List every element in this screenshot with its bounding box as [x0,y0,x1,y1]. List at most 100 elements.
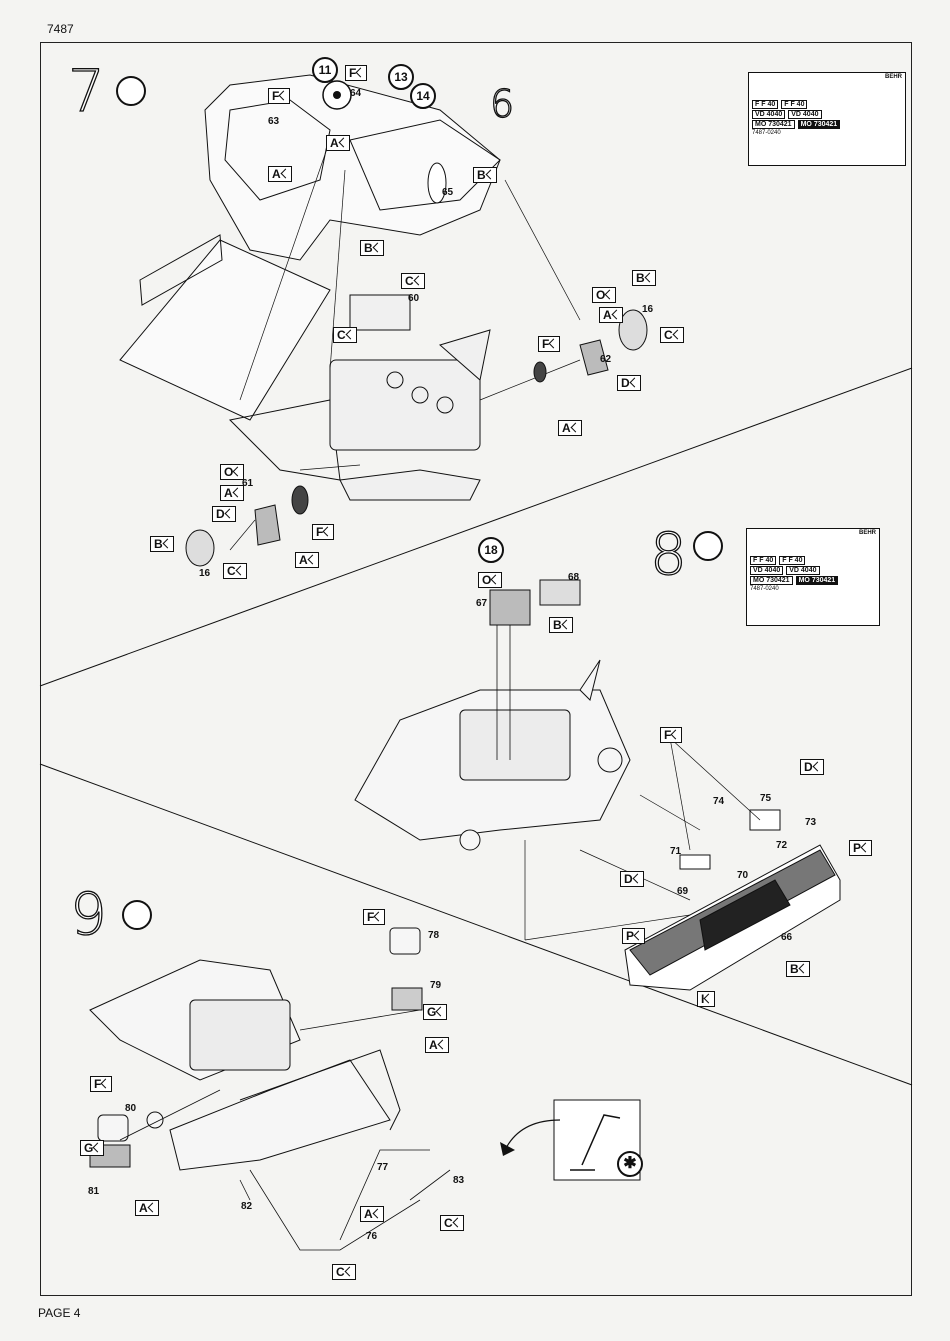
paint-tag: A [599,307,623,323]
step7-body [119,74,501,481]
page-frame [40,42,912,1296]
part-number: 75 [760,793,772,804]
glue-tube-icon [122,900,152,930]
part-number: 74 [713,796,725,807]
part-number: 79 [430,980,442,991]
paint-tag: A [268,166,292,182]
part-number: 82 [241,1201,253,1212]
paint-tag: A [220,485,244,501]
paint-tag: D [620,871,644,887]
decal-ref: 18 [478,537,504,563]
paint-tag: C [660,327,684,343]
plate: VD 4040 [752,110,786,119]
paint-tag: F [90,1076,113,1092]
paint-tag: C [401,273,425,289]
paint-tag: O [220,464,245,480]
paint-tag: F [268,88,291,104]
part-number: 62 [600,354,612,365]
part-number: 71 [670,846,682,857]
plate: VD 4040 [750,566,784,575]
previous-step-ref: 6 [489,82,515,126]
plate: F F 40 [781,100,808,109]
part-number: 68 [568,572,580,583]
part-number: 81 [88,1186,100,1197]
paint-tag: B [549,617,573,633]
plate: F F 40 [779,556,806,565]
decal-brand: BEHR [858,530,876,536]
paint-tag: O [478,572,503,588]
paint-tag: F [538,336,561,352]
asterisk-icon: ✱ [617,1151,643,1177]
plate: VD 4040 [786,566,820,575]
part-number: 80 [125,1103,137,1114]
page-code: 7487 [47,22,74,36]
paint-tag: D [800,759,824,775]
decal-code: 7487-0240 [750,586,779,592]
part-number: 70 [737,870,749,881]
paint-tag: C [333,327,357,343]
paint-tag: G [423,1004,448,1020]
part-number: 76 [366,1231,378,1242]
part-number: 73 [805,817,817,828]
part-number: 16 [199,568,211,579]
step8-chassis [354,579,631,851]
step7-engine [329,294,491,501]
part-number: 66 [781,932,793,943]
paint-tag: A [326,135,350,151]
part-number: 65 [442,187,454,198]
paint-tag: O [592,287,617,303]
paint-tag: F [660,727,683,743]
glue-tube-icon [693,531,723,561]
paint-tag: I [697,991,716,1007]
paint-tag: F [312,524,335,540]
paint-tag: F [363,909,386,925]
plate: MO 730421 [750,576,793,585]
paint-tag: B [150,536,174,552]
decal-brand: BEHR [884,74,902,80]
page-number: PAGE 4 [38,1306,81,1320]
decal-ref: 14 [410,83,436,109]
step-8-number: 8 [649,520,687,588]
paint-tag: A [135,1200,159,1216]
paint-tag: A [360,1206,384,1222]
part-number: 83 [453,1175,465,1186]
plate: F F 40 [752,100,779,109]
part-number: 72 [776,840,788,851]
rear-bumper [624,809,841,991]
paint-tag: A [558,420,582,436]
paint-tag: B [360,240,384,256]
plate: MO 730421 [797,120,841,129]
paint-tag: C [440,1215,464,1231]
part-number: 69 [677,886,689,897]
part-number: 16 [642,304,654,315]
step-7-number: 7 [67,57,105,125]
decal-ref: 11 [312,57,338,83]
paint-tag: C [332,1264,356,1280]
paint-tag: A [425,1037,449,1053]
paint-tag: D [212,506,236,522]
paint-tag: P [622,928,646,944]
paint-tag: D [617,375,641,391]
paint-tag: B [632,270,656,286]
part-number: 64 [350,88,362,99]
plate: F F 40 [750,556,777,565]
plate: MO 730421 [752,120,795,129]
decal-ref: 13 [388,64,414,90]
paint-tag: B [473,167,497,183]
brake-disc [185,162,648,567]
part-number: 78 [428,930,440,941]
part-number: 61 [242,478,254,489]
decal-code: 7487-0240 [752,130,781,136]
glue-tube-icon [116,76,146,106]
step-9-number: 9 [69,880,107,948]
paint-tag: C [223,563,247,579]
part-number: 67 [476,598,488,609]
part-number: 77 [377,1162,389,1173]
paint-tag: B [786,961,810,977]
part-number: 60 [408,293,420,304]
plate: VD 4040 [788,110,822,119]
paint-tag: F [345,65,368,81]
